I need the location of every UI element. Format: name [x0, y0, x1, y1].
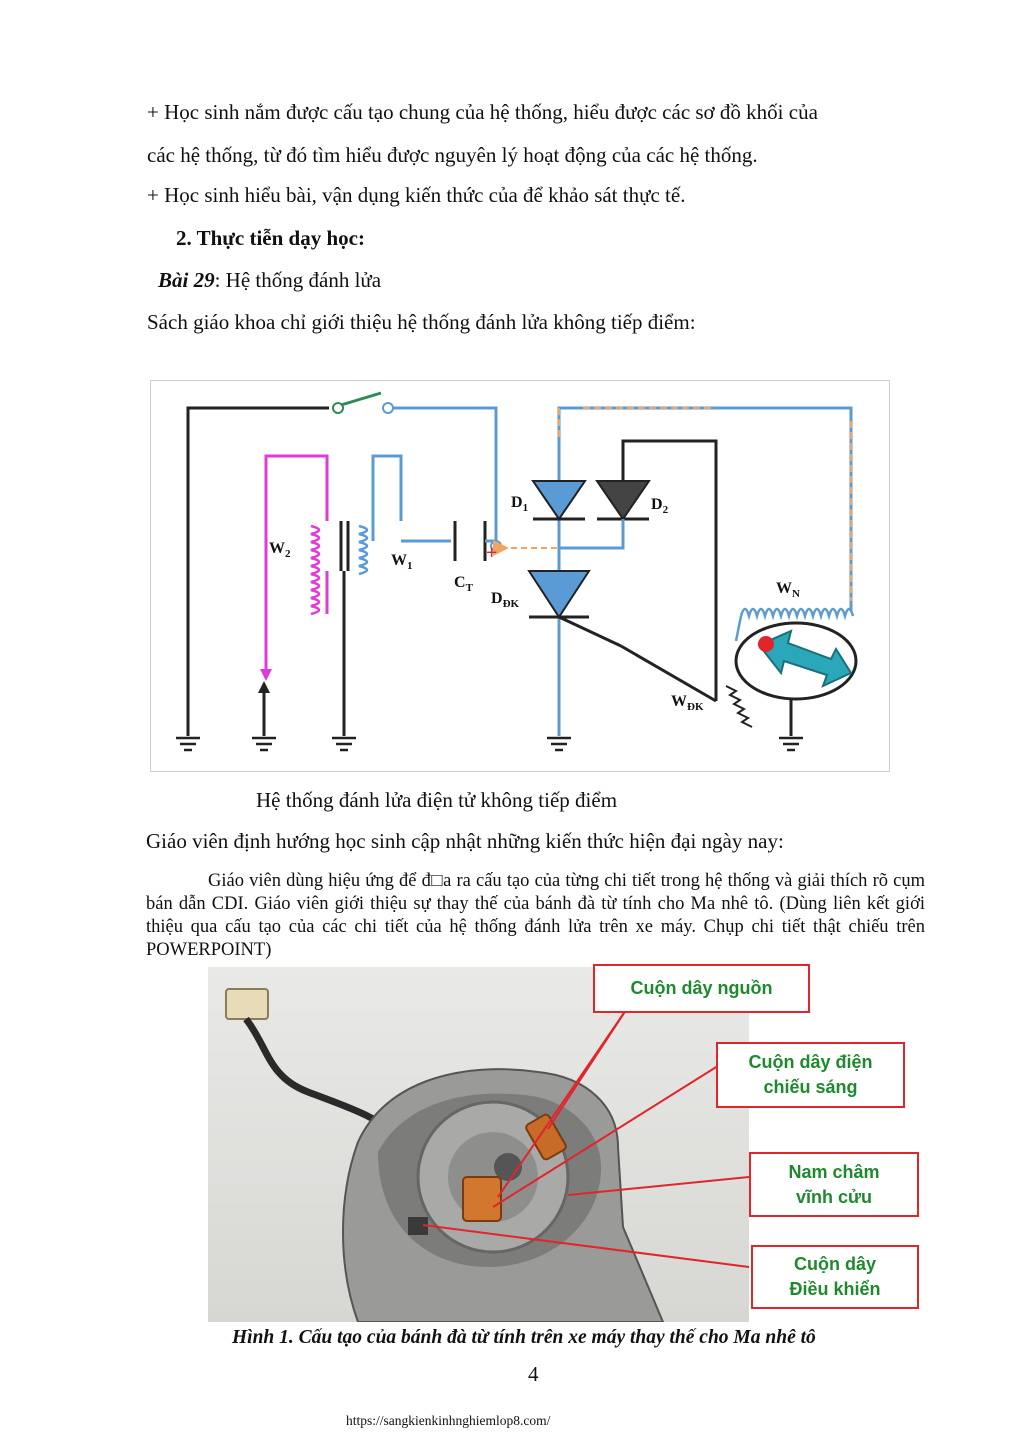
wire-blue-switch — [393, 406, 498, 541]
label-wdk: W — [671, 693, 687, 710]
section-heading: 2. Thực tiễn dạy học: — [176, 226, 365, 250]
footer-url[interactable]: https://sangkienkinhnghiemlop8.com/ — [346, 1413, 551, 1428]
paragraph-objective-1b: các hệ thống, từ đó tìm hiểu được nguyên… — [147, 143, 758, 167]
callout-permanent-magnet: Nam châm vĩnh cửu — [749, 1152, 919, 1217]
thyristor-ddk — [527, 570, 591, 619]
switch-lever — [340, 391, 382, 407]
svg-text:W1: W1 — [391, 552, 413, 572]
ground-symbols — [176, 736, 803, 752]
diagram-caption: Hệ thống đánh lửa điện tử không tiếp điể… — [256, 788, 618, 812]
callout-lighting-coil: Cuộn dây điện chiếu sáng — [716, 1042, 905, 1108]
svg-text:WĐK: WĐK — [671, 693, 704, 713]
coil-w1 — [358, 524, 369, 576]
switch-contact-left — [332, 402, 344, 414]
circuit-svg: W2 W1 CT D1 D2 DĐK WN WĐK + — [176, 391, 858, 752]
guide-text: Giáo viên định hướng học sinh cập nhật n… — [146, 829, 784, 853]
svg-text:D1: D1 — [511, 494, 528, 514]
justified-paragraph: Giáo viên dùng hiệu ứng để đ□a ra cấu tạ… — [146, 871, 925, 960]
lesson-line: Bài 29: Hệ thống đánh lửa — [158, 268, 381, 292]
lesson-title: : Hệ thống đánh lửa — [214, 268, 382, 292]
ignition-circuit-diagram: W2 W1 CT D1 D2 DĐK WN WĐK + — [150, 380, 890, 772]
wire-magenta — [264, 454, 329, 676]
coil-wdk — [725, 685, 753, 728]
label-d2: D — [651, 496, 663, 513]
paragraph-objective-1a: + Học sinh nắm được cấu tạo chung của hệ… — [147, 100, 818, 124]
label-d1: D — [511, 494, 523, 511]
page-number: 4 — [528, 1362, 539, 1386]
diode-d2 — [595, 480, 651, 521]
svg-text:W2: W2 — [269, 540, 291, 560]
figure-caption: Hình 1. Cấu tạo của bánh đà từ tính trên… — [232, 1327, 816, 1348]
flywheel-photo-svg — [225, 988, 749, 1322]
svg-text:D2: D2 — [651, 496, 669, 516]
svg-text:DĐK: DĐK — [491, 590, 520, 610]
label-ct: C — [454, 574, 466, 591]
switch-contact-right — [382, 402, 394, 414]
magnet-rotor — [757, 629, 853, 688]
lesson-label: Bài 29 — [158, 268, 215, 292]
spark-arrow-down — [260, 669, 272, 681]
callout-control-coil: Cuộn dây Điều khiển — [751, 1245, 919, 1309]
callout-source-coil: Cuộn dây nguồn — [593, 964, 810, 1013]
coil-w2 — [310, 524, 321, 616]
intro-text: Sách giáo khoa chỉ giới thiệu hệ thống đ… — [147, 310, 696, 334]
paragraph-objective-2: + Học sinh hiểu bài, vận dụng kiến thức … — [147, 183, 686, 207]
diode-d1 — [531, 480, 587, 521]
label-plus: + — [486, 542, 497, 564]
svg-text:WN: WN — [776, 580, 800, 600]
wire-black-left — [186, 406, 329, 736]
label-w1: W — [391, 552, 407, 569]
label-wn: W — [776, 580, 792, 597]
flywheel-photo — [208, 967, 749, 1322]
label-w2: W — [269, 540, 285, 557]
coil-wn — [739, 607, 855, 621]
svg-text:CT: CT — [454, 574, 474, 594]
label-ddk: D — [491, 590, 503, 607]
